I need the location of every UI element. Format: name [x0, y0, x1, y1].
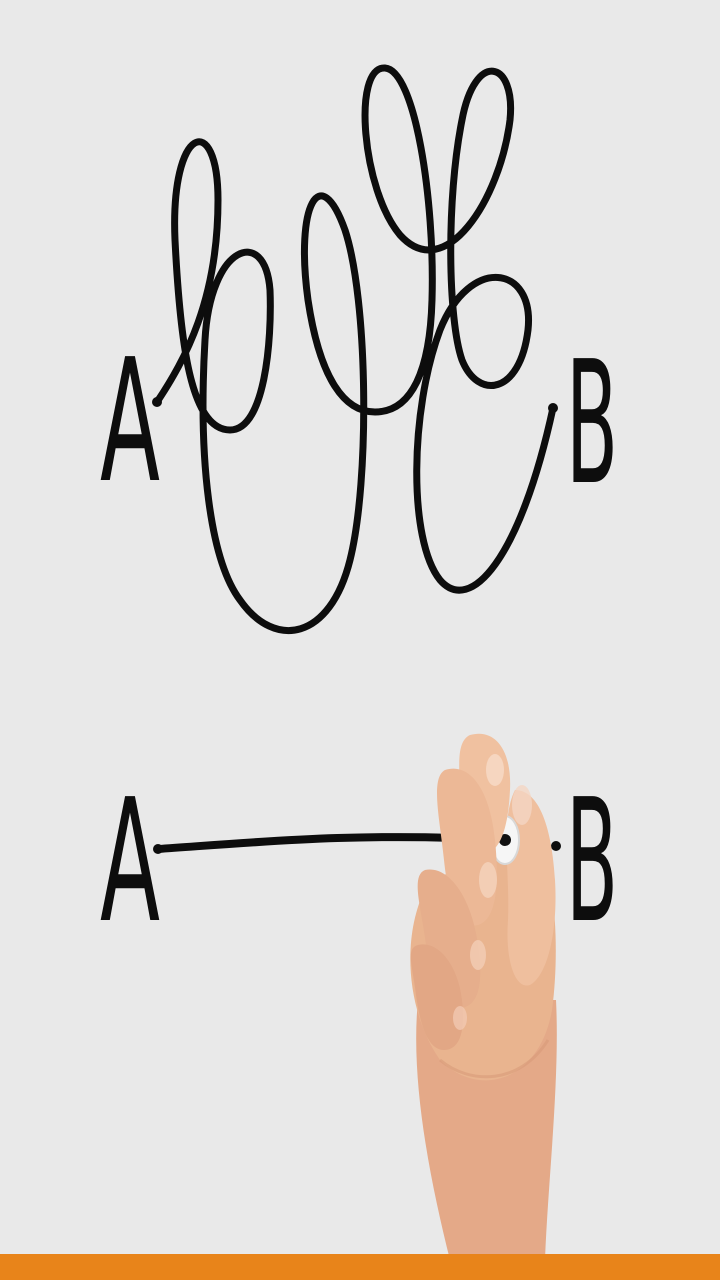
bottom-accent-bar — [0, 1254, 720, 1280]
label-top-a: A — [100, 323, 160, 521]
label-top-b: B — [566, 325, 618, 523]
tangled-path-diagram: A B — [100, 64, 618, 635]
label-bottom-b: B — [566, 763, 618, 961]
label-bottom-a: A — [100, 763, 160, 961]
tangled-line — [153, 64, 557, 635]
end-dot-bottom — [551, 841, 561, 851]
hand-with-marker-image — [410, 733, 557, 1260]
